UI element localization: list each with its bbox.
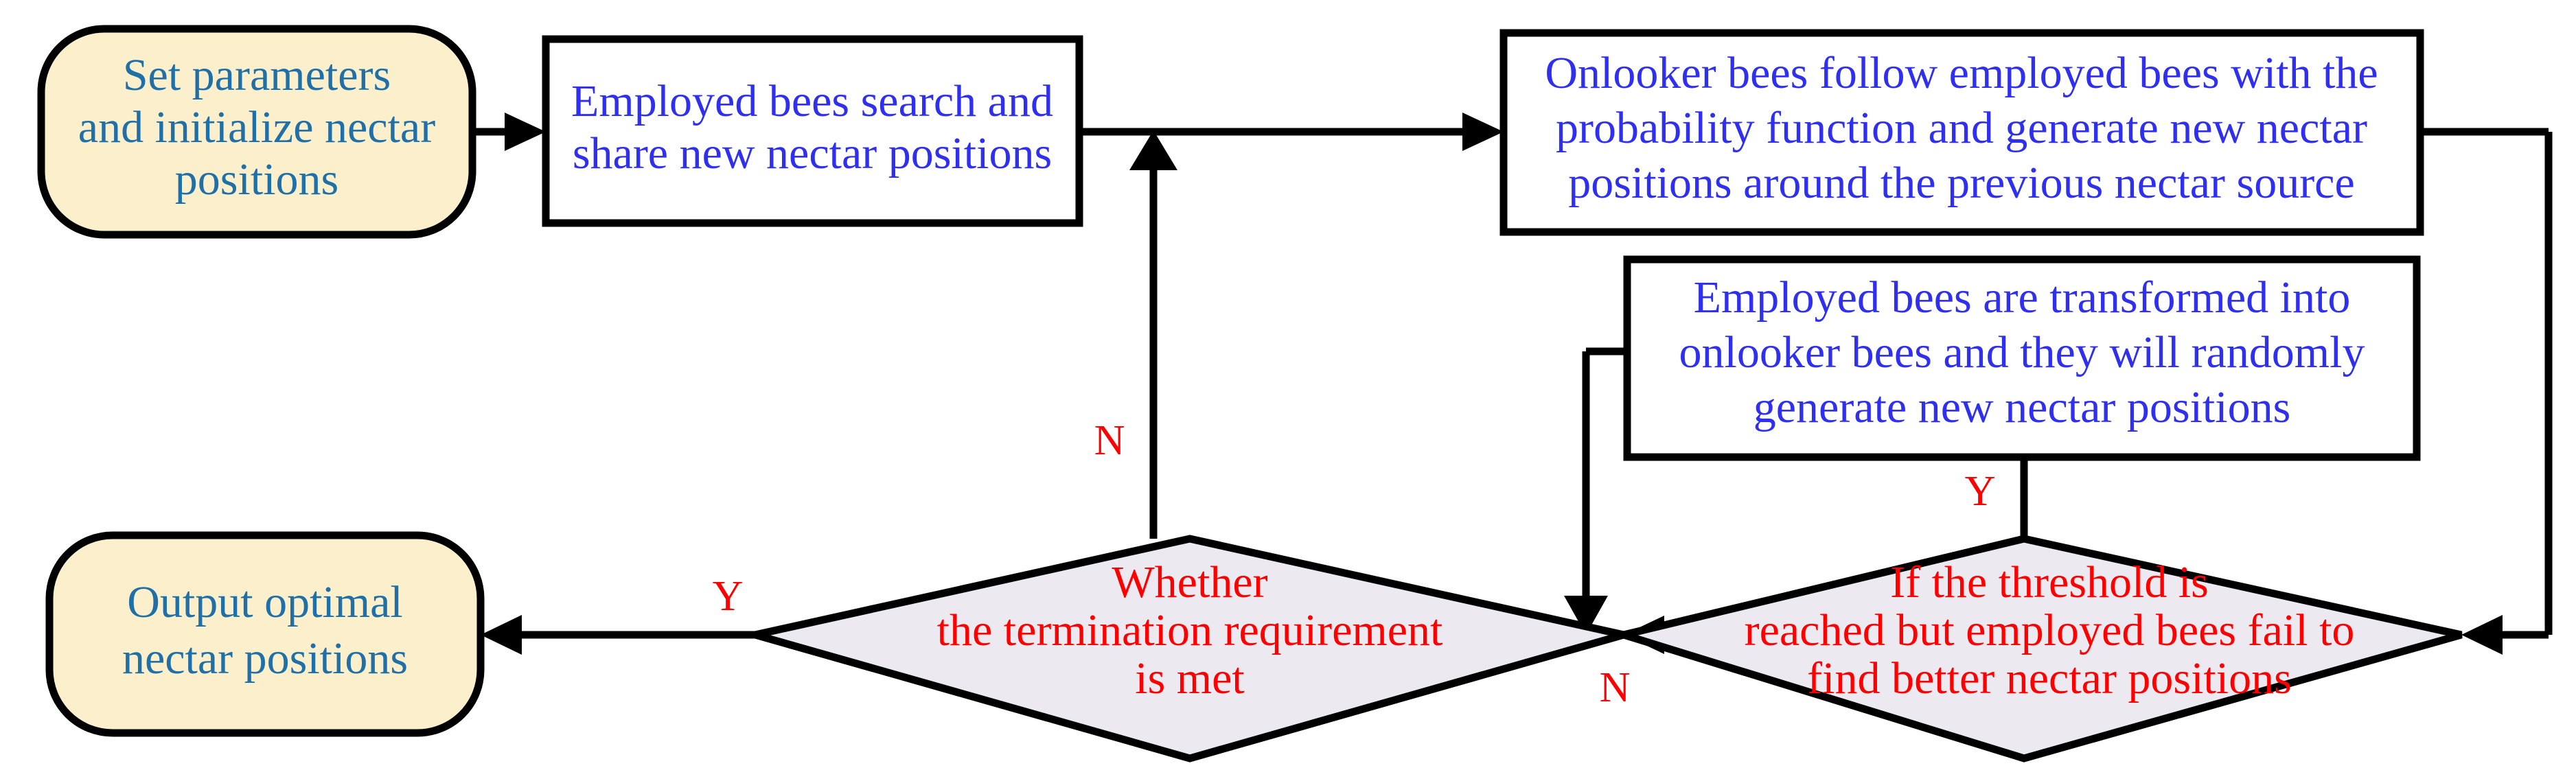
employed-search-label-line-2: share new nectar positions (573, 128, 1052, 178)
threshold-check-label-line-1: If the threshold is (1890, 557, 2209, 607)
start-label-line-3: positions (175, 154, 338, 205)
node-start[interactable]: Set parameters and initialize nectar pos… (37, 25, 476, 239)
start-label-line-2: and initialize nectar (78, 102, 435, 152)
edge-termination-yes-to-output (481, 615, 755, 655)
start-label-line-1: Set parameters (123, 50, 391, 100)
edge-employed-to-onlooker (1079, 113, 1504, 151)
threshold-check-label-line-2: reached but employed bees fail to (1745, 605, 2355, 655)
node-termination-check[interactable]: Whether the termination requirement is m… (754, 535, 1625, 762)
node-output[interactable]: Output optimal nectar positions (45, 531, 485, 737)
edge-label-threshold-no: N (1600, 664, 1631, 711)
node-employed-search[interactable]: Employed bees search and share new necta… (542, 35, 1083, 227)
node-threshold-check[interactable]: If the threshold is reached but employed… (1609, 535, 2463, 762)
onlooker-follow-label-line-3: positions around the previous nectar sou… (1568, 158, 2355, 208)
termination-check-label-line-3: is met (1135, 653, 1245, 703)
node-scout-transform[interactable]: Employed bees are transformed into onloo… (1623, 255, 2421, 461)
onlooker-follow-label-line-2: probability function and generate new ne… (1556, 103, 2367, 153)
edge-label-threshold-yes: Y (1965, 468, 1996, 515)
termination-check-label-line-2: the termination requirement (937, 605, 1443, 655)
threshold-check-label-line-3: find better nectar positions (1807, 653, 2292, 703)
start-shape[interactable] (37, 25, 476, 239)
edge-threshold-no-loop (1564, 347, 1627, 639)
termination-check-label-line-1: Whether (1112, 557, 1267, 607)
edge-labels-layer: N Y Y N (713, 417, 1996, 711)
edge-termination-no-loop (1129, 130, 1177, 539)
onlooker-follow-shape[interactable] (1499, 29, 2424, 236)
output-label-line-2: nectar positions (122, 633, 408, 684)
onlooker-follow-label-line-1: Onlooker bees follow employed bees with … (1545, 48, 2378, 98)
edge-start-to-employed-search (472, 113, 546, 151)
scout-transform-label-line-1: Employed bees are transformed into (1694, 272, 2351, 323)
employed-search-shape[interactable] (542, 35, 1083, 227)
edge-label-termination-no: N (1094, 417, 1125, 464)
edge-label-termination-yes: Y (713, 573, 744, 620)
scout-transform-label-line-2: onlooker bees and they will randomly (1679, 327, 2365, 377)
scout-transform-label-line-3: generate new nectar positions (1753, 382, 2291, 432)
employed-search-label-line-1: Employed bees search and (571, 76, 1053, 126)
output-label-line-1: Output optimal (127, 577, 402, 627)
edge-onlooker-to-threshold (2420, 128, 2553, 655)
node-onlooker-follow[interactable]: Onlooker bees follow employed bees with … (1499, 29, 2424, 236)
output-shape[interactable] (45, 531, 485, 737)
threshold-check-shape[interactable] (1609, 535, 2463, 762)
scout-transform-shape[interactable] (1623, 255, 2421, 461)
